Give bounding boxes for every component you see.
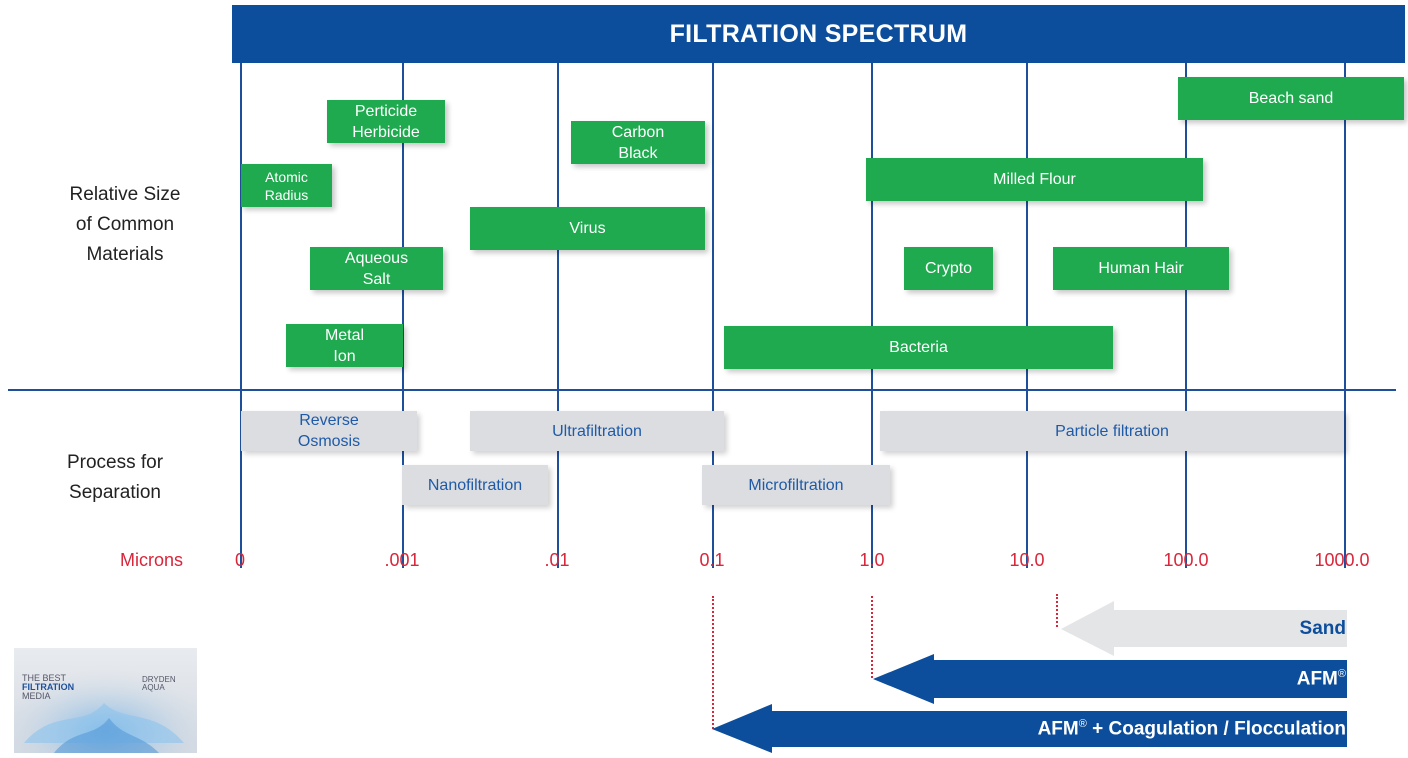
grid-line-10 bbox=[1026, 63, 1028, 568]
sand-arrow bbox=[1061, 601, 1347, 656]
grid-line-0001 bbox=[402, 63, 404, 568]
material-beach-sand: Beach sand bbox=[1178, 77, 1404, 120]
micron-tick: .01 bbox=[544, 550, 570, 570]
materials-row-label: Relative Size of Common Materials bbox=[69, 184, 181, 265]
process-ultrafiltration: Ultrafiltration bbox=[470, 411, 724, 451]
grid-line-1000 bbox=[1344, 63, 1346, 568]
grid-line-100 bbox=[1185, 63, 1187, 568]
material-human-hair: Human Hair bbox=[1053, 247, 1229, 290]
process-nanofiltration: Nanofiltration bbox=[402, 465, 548, 505]
grid-line-001 bbox=[557, 63, 559, 568]
coagulation-arrow-label: AFM® + Coagulation / Flocculation bbox=[1037, 718, 1346, 740]
process-microfiltration: Microfiltration bbox=[702, 465, 890, 505]
section-divider bbox=[8, 389, 1396, 391]
material-milled-flour: Milled Flour bbox=[866, 158, 1203, 201]
title-bar: FILTRATION SPECTRUM bbox=[232, 5, 1405, 63]
material-bacteria: Bacteria bbox=[724, 326, 1113, 369]
sand-arrow-label: Sand bbox=[1299, 618, 1346, 639]
micron-tick: 1.0 bbox=[859, 550, 885, 570]
connector-coagulation bbox=[712, 596, 714, 729]
micron-tick: 0 bbox=[234, 550, 245, 570]
page-title: FILTRATION SPECTRUM bbox=[669, 19, 968, 48]
micron-tick: 1000.0 bbox=[1314, 550, 1370, 570]
connector-sand bbox=[1056, 594, 1058, 627]
micron-tick: .001 bbox=[384, 550, 420, 570]
process-row-label: Process for Separation bbox=[66, 452, 164, 503]
grid-line-0 bbox=[240, 63, 242, 568]
material-crypto: Crypto bbox=[904, 247, 993, 290]
product-pack-graphic bbox=[14, 648, 197, 753]
connector-afm bbox=[871, 596, 873, 678]
coagulation-arrow bbox=[712, 704, 1347, 753]
afm-arrow-label: AFM® bbox=[1296, 668, 1346, 690]
micron-tick: 0.1 bbox=[699, 550, 725, 570]
grid-line-1 bbox=[871, 63, 873, 568]
grid-line-01 bbox=[712, 63, 714, 568]
micron-tick: 100.0 bbox=[1163, 550, 1209, 570]
product-pack-image: THE BEST FILTRATION MEDIA DRYDEN AQUA bbox=[14, 648, 197, 753]
micron-tick: 10.0 bbox=[1009, 550, 1045, 570]
material-virus: Virus bbox=[470, 207, 705, 250]
afm-arrow bbox=[873, 654, 1347, 704]
microns-label: Microns bbox=[120, 550, 184, 570]
process-particle-filtration: Particle filtration bbox=[880, 411, 1344, 451]
